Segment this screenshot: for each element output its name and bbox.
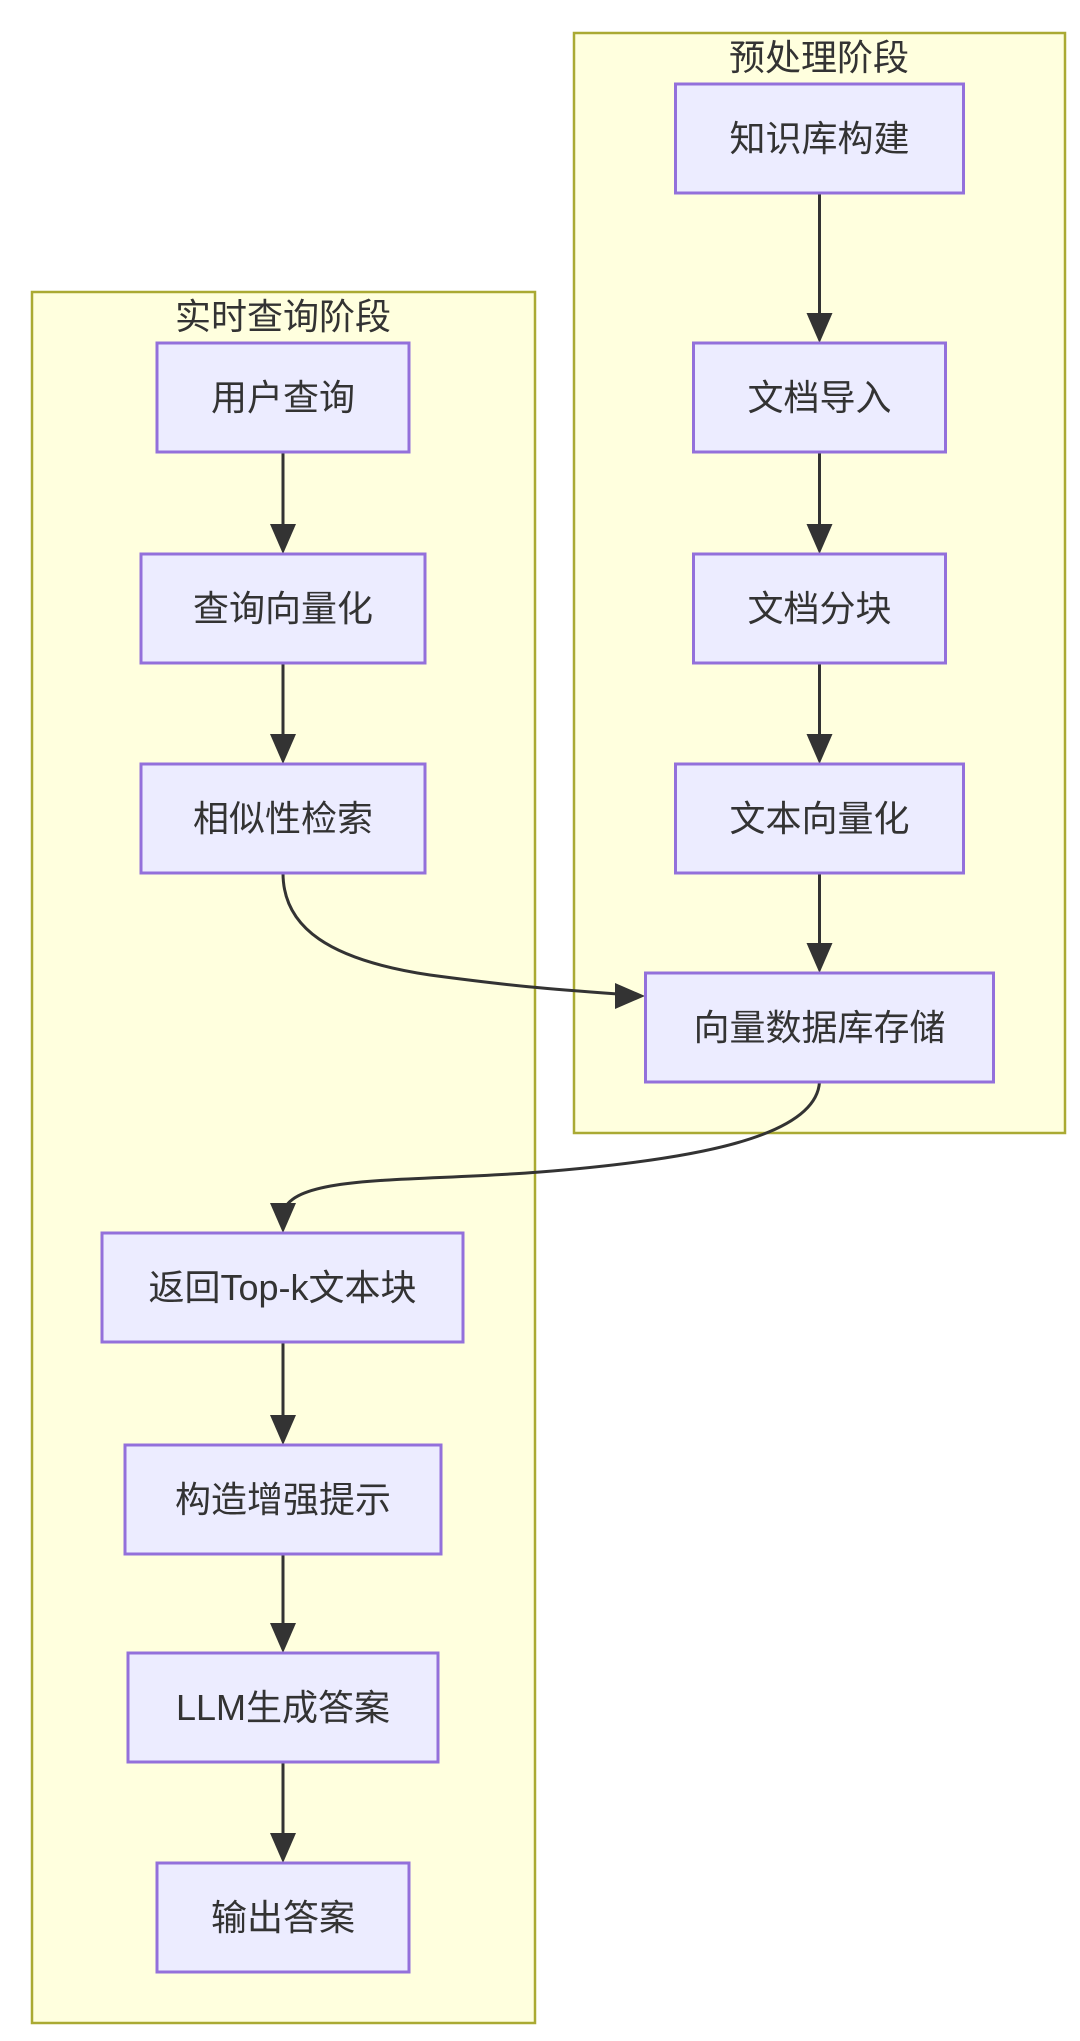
node-rect <box>674 762 965 875</box>
edge-llm-answer-to-answer-output <box>270 1762 296 1863</box>
node-llm-generate-answer: LLM生成答案 <box>126 1651 440 1764</box>
arrowhead-icon <box>270 1415 296 1445</box>
node-rect <box>123 1443 443 1556</box>
node-label: 查询向量化 <box>193 588 373 629</box>
arrowhead-icon <box>270 1833 296 1863</box>
edge-user-query-to-query-embed <box>270 452 296 554</box>
node-rect <box>155 1861 411 1974</box>
subgraph-preprocessing-title: 预处理阶段 <box>729 37 909 78</box>
node-rect <box>155 341 411 454</box>
node-label: 用户查询 <box>211 377 355 418</box>
node-document-import: 文档导入 <box>692 341 947 454</box>
node-knowledge-base-build: 知识库构建 <box>674 82 965 195</box>
arrowhead-icon <box>270 524 296 554</box>
edge-prompt-build-to-llm-answer <box>270 1554 296 1653</box>
node-label: 相似性检索 <box>193 798 373 839</box>
edge-curve <box>281 872 619 996</box>
edge-similarity-search-to-vector-store <box>281 872 645 1009</box>
subgraph-realtime-title: 实时查询阶段 <box>175 296 391 337</box>
node-label: 文档分块 <box>747 588 891 629</box>
node-return-topk-chunks: 返回Top-k文本块 <box>100 1231 465 1344</box>
node-rect <box>139 762 427 875</box>
node-rect <box>644 971 995 1084</box>
arrowhead-icon <box>270 734 296 764</box>
node-label: 文档导入 <box>747 377 891 418</box>
node-label: 向量数据库存储 <box>693 1007 945 1048</box>
arrowhead-icon <box>270 1203 296 1233</box>
node-rect <box>126 1651 440 1764</box>
node-rect <box>692 552 947 665</box>
node-label: 构造增强提示 <box>175 1479 391 1520</box>
node-build-augmented-prompt: 构造增强提示 <box>123 1443 443 1556</box>
edge-curve <box>282 1081 821 1211</box>
arrowhead-icon <box>270 1623 296 1653</box>
node-label: 知识库构建 <box>729 118 909 159</box>
node-document-chunking: 文档分块 <box>692 552 947 665</box>
edge-vector-store-to-topk-return <box>270 1081 821 1233</box>
arrowhead-icon <box>615 983 645 1009</box>
arrowhead-icon <box>806 524 833 554</box>
arrowhead-icon <box>806 313 833 343</box>
node-similarity-retrieval: 相似性检索 <box>139 762 427 875</box>
node-user-query: 用户查询 <box>155 341 411 454</box>
node-rect <box>674 82 965 195</box>
node-text-vectorization: 文本向量化 <box>674 762 965 875</box>
edge-query-embed-to-similarity-search <box>270 663 296 764</box>
edge-doc-import-to-doc-chunk <box>806 452 833 554</box>
node-rect <box>100 1231 465 1344</box>
node-rect <box>692 341 947 454</box>
node-label: LLM生成答案 <box>176 1687 390 1728</box>
node-output-answer: 输出答案 <box>155 1861 411 1974</box>
node-label: 输出答案 <box>211 1897 355 1938</box>
arrowhead-icon <box>806 734 833 764</box>
node-label: 文本向量化 <box>729 798 909 839</box>
arrowhead-icon <box>806 943 833 973</box>
edge-topk-return-to-prompt-build <box>270 1342 296 1445</box>
node-vector-database-storage: 向量数据库存储 <box>644 971 995 1084</box>
edge-kb-build-to-doc-import <box>806 193 833 343</box>
edge-text-embed-to-vector-store <box>806 873 833 973</box>
edge-doc-chunk-to-text-embed <box>806 663 833 764</box>
node-query-vectorization: 查询向量化 <box>139 552 427 665</box>
node-rect <box>139 552 427 665</box>
node-label: 返回Top-k文本块 <box>148 1267 416 1308</box>
